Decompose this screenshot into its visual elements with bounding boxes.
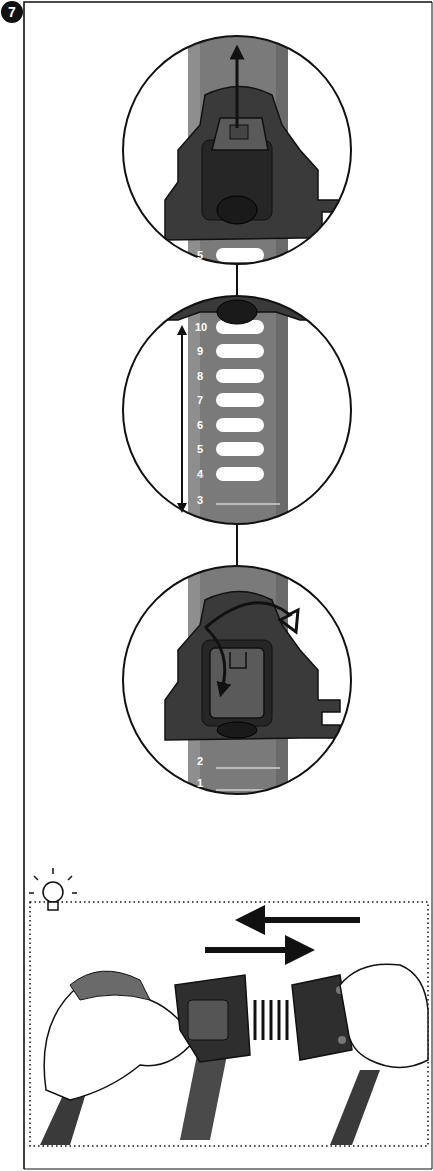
scale-number: 3 [197, 495, 203, 506]
buckle-closed-view [120, 560, 360, 800]
connector-line [236, 524, 238, 566]
connector-line [236, 264, 238, 296]
scale-number: 4 [197, 469, 203, 480]
scale-number: 10 [195, 322, 207, 333]
step-frame [24, 2, 432, 1169]
detail-circle: 21 [123, 566, 351, 794]
scale-number: 7 [197, 395, 203, 406]
step-number-text: 7 [8, 5, 16, 19]
scale-number: 5 [197, 250, 203, 261]
detail-circle: 10 9 8 7 6 5 4 3 [123, 296, 351, 524]
scale-number: 8 [197, 371, 203, 382]
tip-panel [29, 868, 428, 1146]
scale-number: 5 [197, 444, 203, 455]
detail-circle: 5 [123, 36, 351, 264]
buckle-open-view [120, 30, 360, 270]
scale-number: 6 [197, 420, 203, 431]
scale-number: 1 [197, 778, 203, 789]
strap-scale-view [120, 290, 360, 530]
scale-number: 9 [197, 346, 203, 357]
step-number: 7 [1, 1, 23, 23]
scale-number: 2 [197, 756, 203, 767]
